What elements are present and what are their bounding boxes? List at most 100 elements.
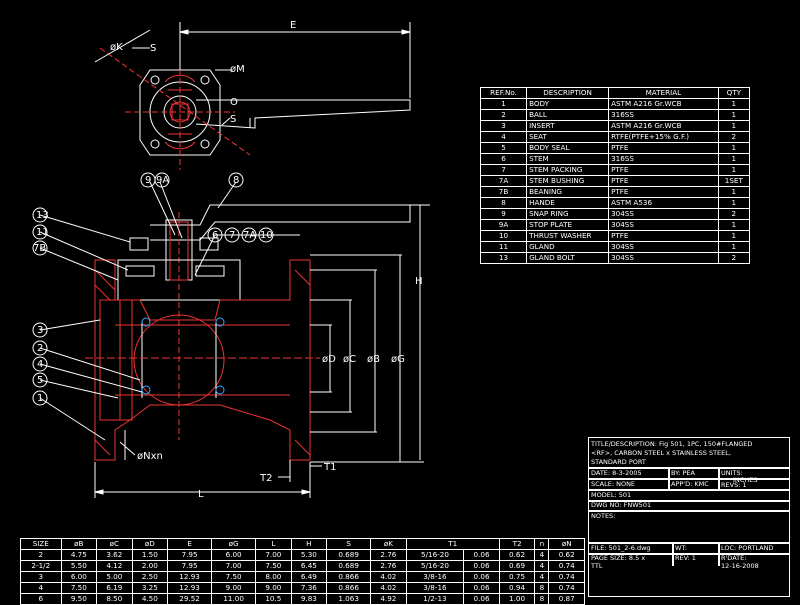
- bom-header-material: MATERIAL: [608, 87, 719, 99]
- bom-cell: PTFE: [608, 175, 719, 187]
- dims-cell: 5.50: [60, 560, 98, 572]
- dims-cell: 9.50: [60, 593, 98, 605]
- dim-s-label: S: [150, 43, 156, 54]
- tb-file: FILE: 501_2-6.dwg: [591, 544, 651, 552]
- dims-cell: 6.00: [60, 571, 98, 583]
- dims-cell: 6.45: [290, 560, 328, 572]
- dims-cell: 6.19: [96, 582, 133, 594]
- bom-cell: ASTM A536: [608, 197, 719, 209]
- tb-model: MODEL: 501: [591, 491, 632, 499]
- bom-cell: 2: [717, 252, 751, 264]
- callout-circles: [32, 172, 274, 406]
- dims-cell: 4: [534, 571, 550, 583]
- bom-cell: 7: [479, 164, 528, 176]
- title-block-divider-6: [588, 542, 790, 544]
- dims-cell: 8.50: [96, 593, 133, 605]
- dims-cell: 1.50: [131, 549, 169, 561]
- bom-cell: 9: [479, 208, 528, 220]
- callout-5: 5: [37, 375, 43, 386]
- dims-cell: 0.74: [548, 560, 585, 572]
- dims-cell: 11.00: [211, 593, 257, 605]
- dims-cell: 2-1/2: [20, 560, 62, 572]
- dims-header-cell: øG: [211, 538, 257, 550]
- dims-cell: 4.75: [60, 549, 98, 561]
- bom-cell: 10: [479, 230, 528, 242]
- callout-1: 1: [37, 393, 43, 404]
- title-block-vdiv-1: [668, 467, 670, 491]
- bom-cell: THRUST WASHER: [526, 230, 610, 242]
- dims-cell: 4: [534, 560, 550, 572]
- dims-cell: 0.689: [326, 560, 372, 572]
- dims-cell: 0.74: [548, 571, 585, 583]
- bom-cell: BEANING: [526, 186, 610, 198]
- tb-units2: INCHES: [733, 476, 758, 484]
- dims-header-cell: øB: [60, 538, 98, 550]
- bom-cell: ASTM A216 Gr.WCB: [608, 98, 719, 110]
- tb-wt: WT:: [675, 544, 687, 552]
- dim-e-label: E: [290, 20, 296, 31]
- bom-cell: STEM PACKING: [526, 164, 610, 176]
- tb-units: UNITS:: [721, 469, 743, 477]
- bom-cell: 13: [479, 252, 528, 264]
- callout-9: 9: [145, 175, 151, 186]
- dims-cell: 0.74: [548, 582, 585, 594]
- bom-cell: 304SS: [608, 241, 719, 253]
- dims-cell: 0.866: [326, 571, 372, 583]
- bom-cell: 1SET: [717, 175, 751, 187]
- dims-header-cell: H: [290, 538, 328, 550]
- dims-cell: 6.49: [290, 571, 328, 583]
- bom-cell: 2: [717, 208, 751, 220]
- bom-cell: 1: [717, 98, 751, 110]
- callout-7b: 7B: [33, 243, 46, 254]
- bom-cell: STEM: [526, 153, 610, 165]
- callout-9a: 9A: [156, 175, 169, 186]
- dims-header-cell: S: [326, 538, 372, 550]
- dim-m-label: øM: [230, 64, 245, 75]
- dims-cell: 4.02: [370, 582, 407, 594]
- dims-header-cell: L: [255, 538, 292, 550]
- dim-c-label: øC: [343, 354, 356, 365]
- dims-cell: 0.06: [463, 582, 500, 594]
- dims-cell: 9.00: [211, 582, 257, 594]
- dims-header-cell: T1: [405, 538, 500, 550]
- bom-cell: 304SS: [608, 252, 719, 264]
- dims-header-cell: øK: [370, 538, 407, 550]
- dims-header-cell: n: [534, 538, 550, 550]
- title-block-divider-7: [588, 553, 790, 555]
- tb-title: TITLE/DESCRIPTION: Fig 501, 1PC, 150#FLA…: [591, 440, 753, 448]
- dims-cell: 5/16-20: [405, 560, 465, 572]
- dims-cell: 12.93: [167, 571, 213, 583]
- callout-7: 7: [229, 230, 235, 241]
- bom-cell: 1: [717, 186, 751, 198]
- callout-2: 2: [37, 343, 43, 354]
- bom-cell: 4: [479, 131, 528, 143]
- bom-cell: PTFE: [608, 164, 719, 176]
- callout-10: 10: [260, 230, 273, 241]
- bom-cell: 3: [479, 120, 528, 132]
- dims-cell: 7.00: [211, 560, 257, 572]
- dims-header-cell: T2: [498, 538, 536, 550]
- bom-cell: SEAT: [526, 131, 610, 143]
- bom-cell: 11: [479, 241, 528, 253]
- dims-cell: 7.50: [60, 582, 98, 594]
- dims-cell: 2.76: [370, 549, 407, 561]
- dims-cell: 7.00: [255, 549, 292, 561]
- dims-cell: 1/2-13: [405, 593, 465, 605]
- dims-cell: 0.69: [498, 560, 536, 572]
- title-block-vdiv-2: [718, 467, 720, 491]
- tb-pagesize: PAGE SIZE: 8.5 x: [591, 554, 646, 562]
- tb-title2: <RF>, CARBON STEEL x STAINLESS STEEL,: [591, 449, 731, 457]
- dims-cell: 9.00: [255, 582, 292, 594]
